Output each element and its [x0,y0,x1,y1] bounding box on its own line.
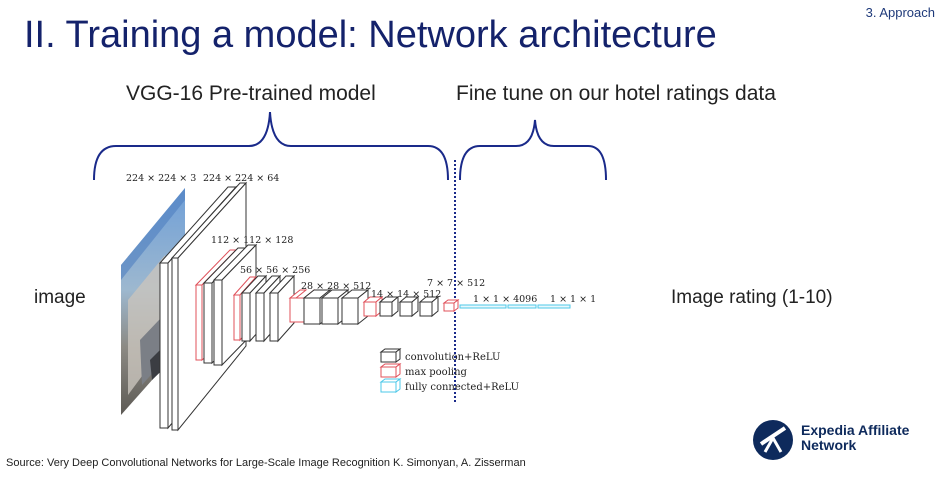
dim-label-6: 14 × 14 × 512 [371,289,441,300]
legend-pool-label: max pooling [405,367,468,378]
logo-line-1: Expedia Affiliate [801,422,910,438]
conv-block-5 [362,295,440,318]
dim-label-7: 7 × 7 × 512 [427,278,485,289]
conv-block-3 [232,274,296,343]
finetune-brace [459,119,607,181]
pretrained-header: VGG-16 Pre-trained model [126,82,376,105]
legend-pool-swatch [379,363,402,378]
expedia-logo-icon [753,420,793,460]
slide-title: II. Training a model: Network architectu… [24,14,717,56]
expedia-logo: Expedia Affiliate Network [751,418,941,460]
logo-text: Expedia Affiliate Network [801,423,941,453]
dim-label-3: 112 × 112 × 128 [211,235,293,246]
legend: convolution+ReLU max pooling fully conne… [379,348,519,393]
dim-label-4: 56 × 56 × 256 [240,265,310,276]
legend-fc-swatch [379,378,402,393]
legend-conv-swatch [379,348,402,363]
dim-label-2: 224 × 224 × 64 [203,173,279,184]
dim-label-8: 1 × 1 × 4096 [473,294,537,305]
section-tag: 3. Approach [865,5,935,20]
dim-label-5: 28 × 28 × 512 [301,281,371,292]
dim-label-9: 1 × 1 × 1 [550,294,596,305]
output-label: Image rating (1-10) [671,287,833,308]
pool-5 [442,299,460,312]
legend-conv-label: convolution+ReLU [405,352,500,363]
source-citation: Source: Very Deep Convolutional Networks… [6,457,526,469]
finetune-header: Fine tune on our hotel ratings data [456,82,776,105]
dim-label-1: 224 × 224 × 3 [126,173,196,184]
conv-block-4 [288,288,370,326]
input-label: image [34,287,86,308]
pretrained-brace [93,111,449,181]
logo-line-2: Network [801,437,857,453]
legend-fc-label: fully connected+ReLU [405,382,519,393]
fc-layers [459,304,571,309]
